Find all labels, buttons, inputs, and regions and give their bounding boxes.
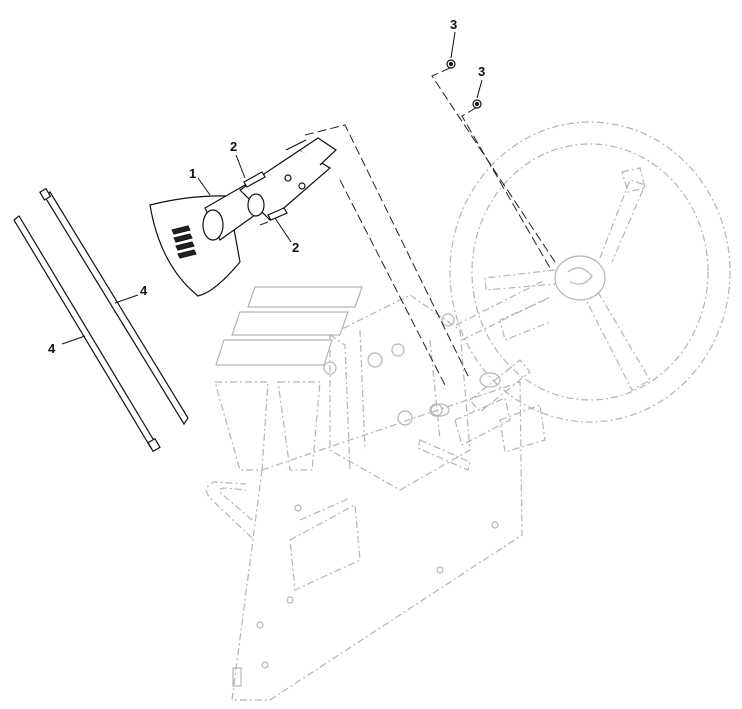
screw-upper [243, 171, 266, 188]
alignment-lines [246, 67, 556, 386]
callout-nut-lower: 3 [478, 64, 485, 79]
callout-screw-upper: 2 [230, 139, 237, 154]
callout-steering-column: 1 [189, 166, 196, 181]
callout-cable-tie-left: 4 [48, 341, 56, 356]
cable-tie-right [39, 187, 189, 426]
steering-wheel [449, 121, 731, 423]
nut-lower [472, 99, 482, 109]
steering-column-assembly [149, 137, 337, 297]
steering-shaft [430, 279, 553, 417]
mounting-plate [231, 381, 523, 701]
callout-nut-upper: 3 [450, 17, 457, 32]
leader-lines [61, 31, 483, 345]
cable-tie-left [13, 215, 161, 453]
callout-screw-lower: 2 [292, 240, 299, 255]
callout-cable-tie-right: 4 [140, 283, 148, 298]
screw-lower [267, 207, 288, 221]
bracket-frame [323, 294, 546, 491]
nut-upper [446, 59, 456, 69]
u-bolt-bracket [205, 481, 253, 539]
ghosted-logo-blocks [214, 286, 363, 471]
